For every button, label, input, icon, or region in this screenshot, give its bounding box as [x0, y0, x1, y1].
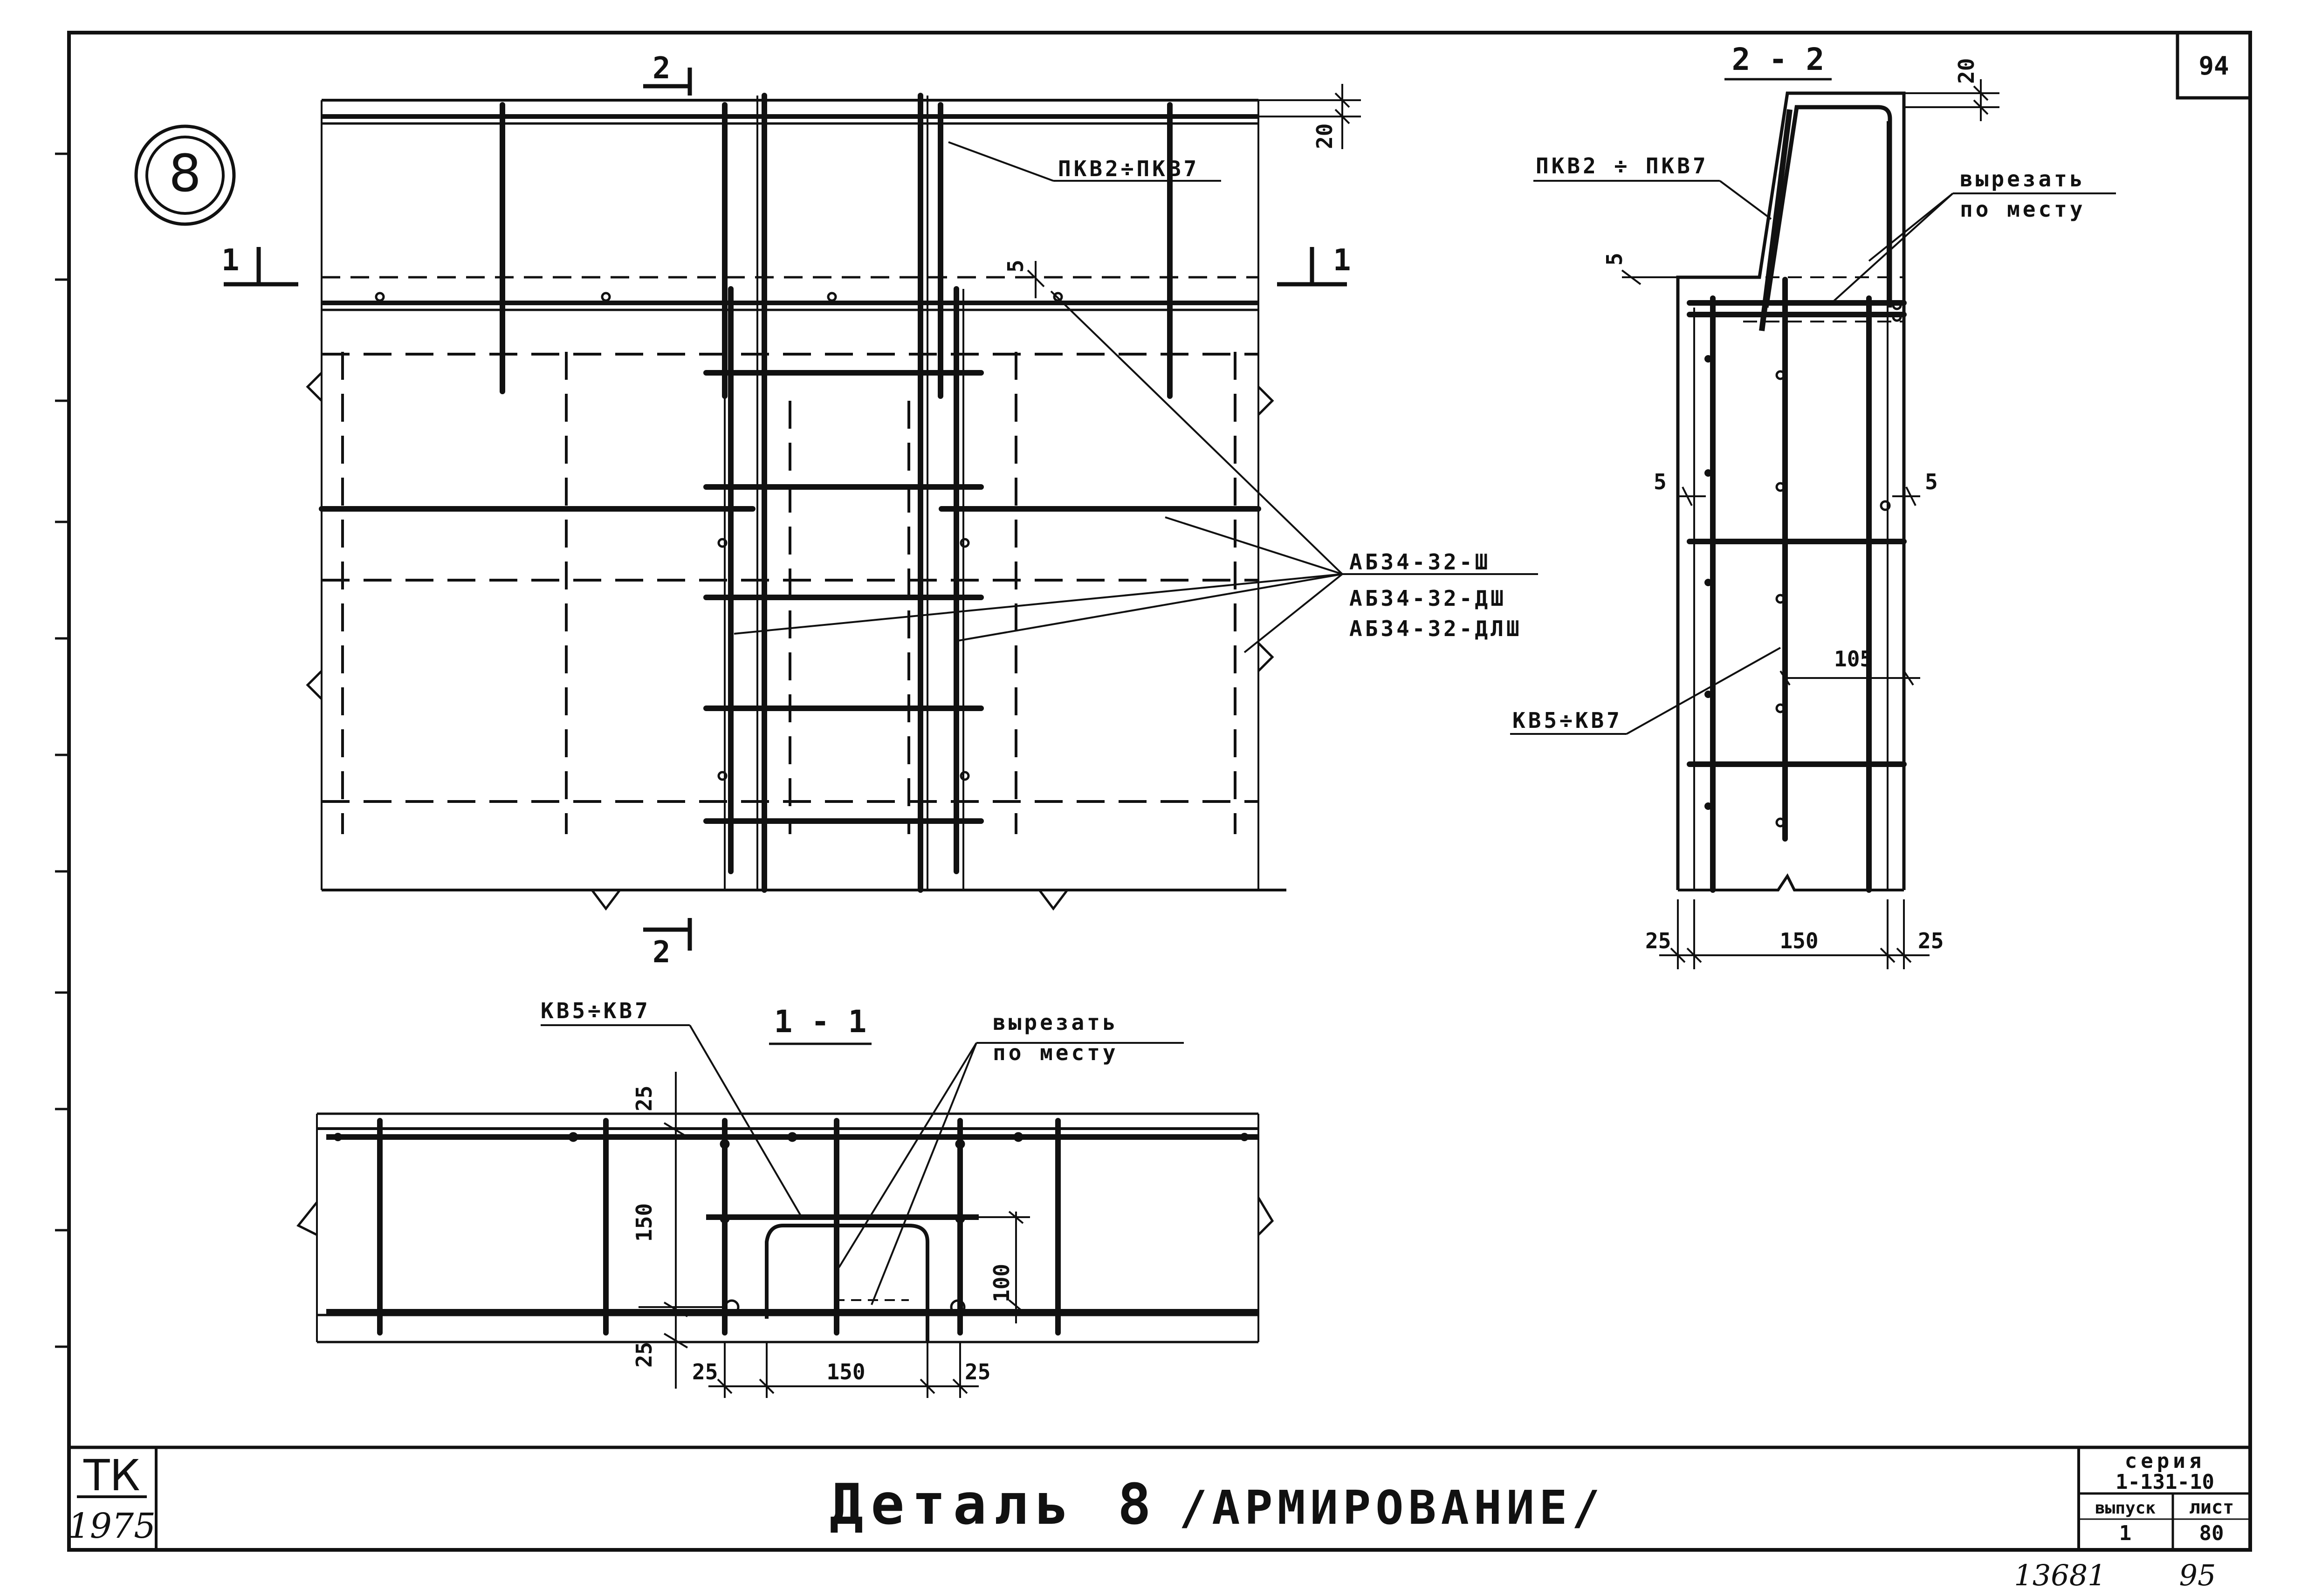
title-block: ТК 1975 Деталь 8 /АРМИРОВАНИЕ/ серия 1-1…: [68, 1449, 2234, 1546]
section-1-right: 1: [1333, 243, 1351, 278]
issue-value: 1: [2119, 1521, 2132, 1545]
label-ab-3: АБЗ4-32-ДЛШ: [1349, 616, 1522, 641]
sheet-subtitle: /АРМИРОВАНИЕ/: [1179, 1480, 1605, 1535]
plan-view: 2 2 1 1 ПКВ2÷ПКВ7 20 5 АБЗ4-32-Ш АБЗ4-32…: [221, 51, 1538, 970]
stamp-line-2: 1975: [68, 1506, 156, 1546]
archive-page: 95: [2179, 1558, 2216, 1592]
cut-note-11-2: по месту: [993, 1040, 1119, 1065]
stamp-line-1: ТК: [83, 1451, 140, 1500]
archive-number: 13681: [2014, 1558, 2106, 1592]
dim-5-22-left: 5: [1654, 469, 1667, 494]
dim-105-22: 105: [1834, 646, 1873, 671]
sheet-frame: [55, 31, 2252, 1552]
section-2-2: 2 - 2: [1510, 41, 2116, 969]
section-22-title: 2 - 2: [1732, 41, 1825, 77]
dim-25-11-top: 25: [632, 1086, 657, 1111]
dim-20-plan: 20: [1312, 123, 1337, 149]
cut-note-11-1: вырезать: [993, 1010, 1119, 1035]
dim-150-22: 150: [1779, 928, 1818, 953]
dim-25-11-bottom: 25: [632, 1342, 657, 1368]
dim-150-11-h: 150: [826, 1359, 865, 1384]
label-pkv-plan: ПКВ2÷ПКВ7: [1058, 156, 1199, 181]
cut-note-22-2: по месту: [1960, 197, 2086, 222]
label-ab-2: АБЗ4-32-ДШ: [1349, 586, 1506, 611]
dim-25-11-left: 25: [692, 1359, 718, 1384]
series-label: серия: [2125, 1449, 2205, 1473]
section-2-bottom: 2: [653, 935, 671, 970]
dim-20-22: 20: [1954, 58, 1979, 84]
label-pkv-22: ПКВ2 ÷ ПКВ7: [1536, 153, 1709, 178]
dim-25-11-right: 25: [965, 1359, 990, 1384]
dim-25-22-right: 25: [1918, 928, 1944, 953]
label-kv-22: КВ5÷КВ7: [1512, 708, 1622, 733]
sheet-title: Деталь 8: [830, 1473, 1159, 1537]
dim-5-22-right: 5: [1925, 469, 1938, 494]
dim-5-plan: 5: [1003, 260, 1028, 273]
sheet-value: 80: [2199, 1521, 2224, 1545]
section-2-top: 2: [653, 51, 671, 86]
sheet-label: лист: [2189, 1497, 2234, 1518]
section-1-left: 1: [221, 243, 240, 278]
dim-25-22-left: 25: [1645, 928, 1671, 953]
section-1-1: 1 - 1: [296, 998, 1274, 1398]
label-kv-11: КВ5÷КВ7: [541, 998, 651, 1023]
page-number-top: 94: [2198, 51, 2229, 81]
detail-marker: 8: [134, 124, 236, 226]
label-ab-1: АБЗ4-32-Ш: [1349, 549, 1490, 575]
section-11-title: 1 - 1: [774, 1004, 867, 1040]
series-value: 1-131-10: [2116, 1470, 2214, 1494]
detail-number: 8: [169, 144, 201, 203]
dim-100-11: 100: [989, 1264, 1014, 1302]
cut-note-22-1: вырезать: [1960, 166, 2086, 192]
dim-5-22-top: 5: [1602, 253, 1627, 266]
issue-label: выпуск: [2095, 1499, 2156, 1518]
dim-150-11-v: 150: [632, 1203, 657, 1242]
